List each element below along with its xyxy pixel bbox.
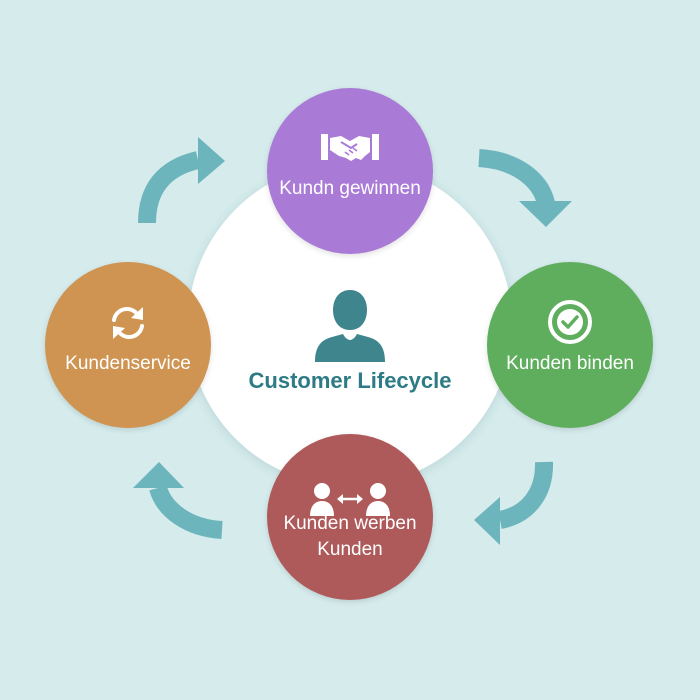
step-retain-customers: Kunden binden (487, 262, 653, 428)
refresh-icon (112, 306, 144, 340)
step-label: Kundn gewinnen (279, 178, 421, 199)
user-exchange-icon (310, 483, 390, 516)
step-label-line-1: Kunden werben (283, 513, 417, 534)
step-referral: Kunden werben Kunden (267, 434, 433, 600)
step-label: Kundenservice (65, 353, 191, 374)
step-acquire-customers: Kundn gewinnen (267, 88, 433, 254)
step-label-line-2: Kunden (317, 539, 383, 560)
arrow-bottom-to-left (133, 462, 223, 539)
step-label: Kunden werben Kunden (267, 511, 433, 563)
handshake-icon (321, 134, 379, 161)
arrow-left-to-top (138, 137, 225, 224)
arrow-top-to-right (478, 149, 572, 227)
center-title: Customer Lifecycle (248, 368, 452, 393)
arrow-right-to-bottom (474, 461, 553, 545)
person-icon (315, 290, 385, 362)
step-customer-service: Kundenservice (45, 262, 211, 428)
check-circle-icon (548, 300, 592, 344)
step-label: Kunden binden (506, 353, 634, 374)
